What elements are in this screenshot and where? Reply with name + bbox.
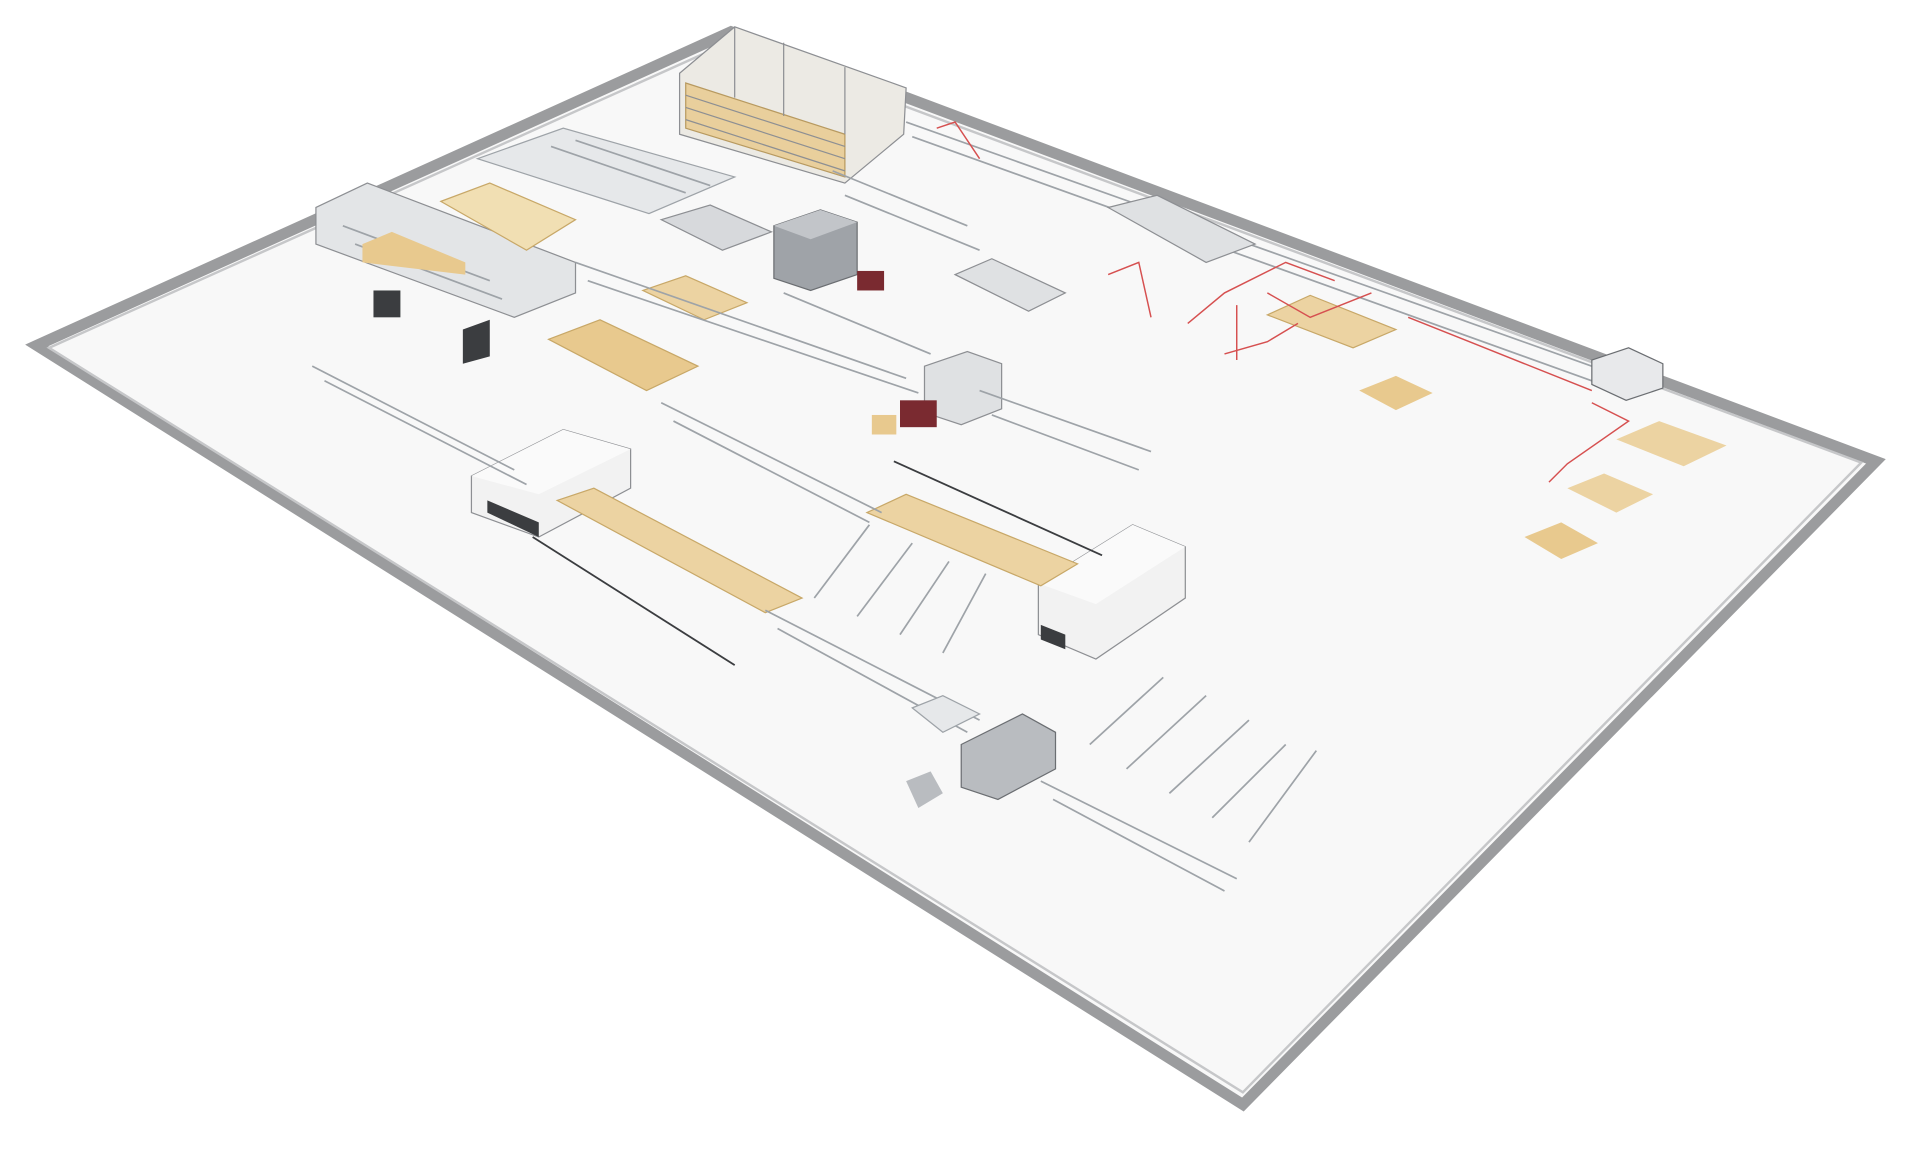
factory-wall-inner-edge — [46, 40, 1864, 1094]
wood-conveyor-left — [532, 487, 804, 666]
right-assembly-line — [905, 121, 1727, 559]
panel-production-line — [315, 127, 737, 364]
central-machining-area — [547, 170, 1152, 471]
wood-conveyor-right — [865, 460, 1103, 587]
factory-floor — [25, 25, 1886, 1112]
press-machine-left — [470, 428, 632, 538]
press-machine-right — [1037, 524, 1186, 660]
high-bay-storage-rack — [678, 26, 907, 184]
forklift — [871, 400, 937, 435]
cnc-machine-bottom — [906, 695, 1057, 808]
forklift — [857, 270, 885, 291]
